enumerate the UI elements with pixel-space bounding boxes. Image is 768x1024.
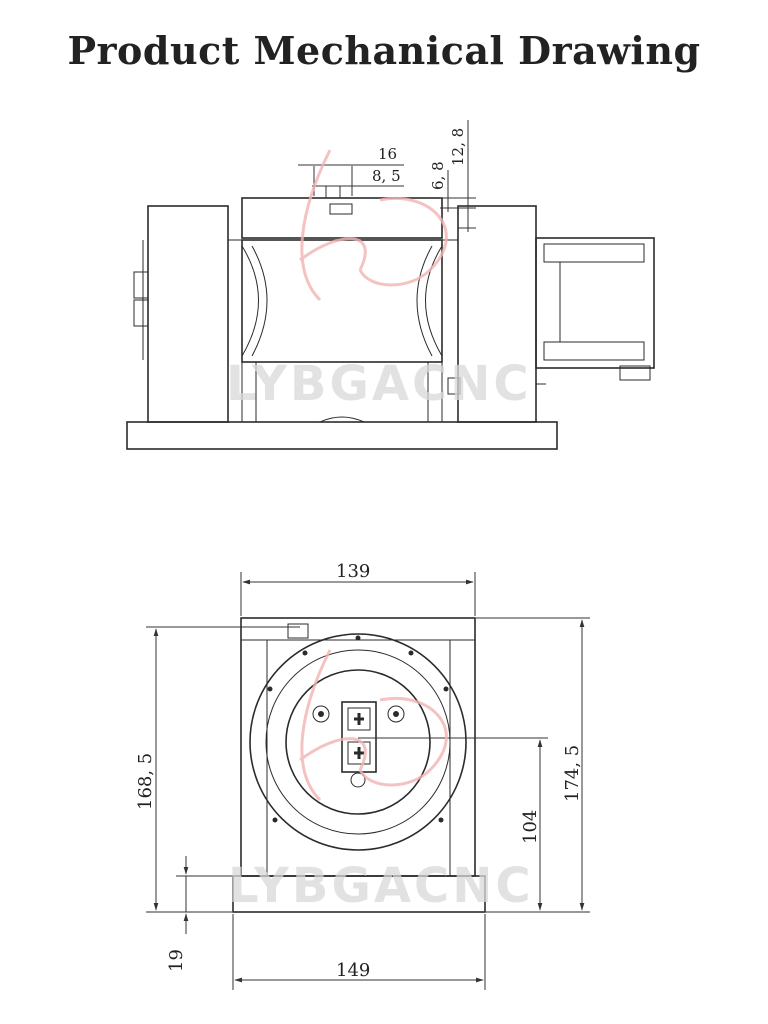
front-view-faceplate-outer <box>249 633 467 851</box>
dim-base-height: 19 <box>166 949 187 972</box>
top-view-drum <box>241 239 443 363</box>
dim-right-height: 174, 5 <box>562 745 583 802</box>
page-title: Product Mechanical Drawing <box>67 28 701 73</box>
dim-top-width: 139 <box>336 561 370 582</box>
watermark-logo <box>299 149 448 802</box>
dim-slot-depth-small: 6, 8 <box>429 161 447 190</box>
top-view-drawing: 16 8, 5 6, 8 12, 8 <box>126 120 655 450</box>
front-view-chuck <box>341 701 377 773</box>
dim-slot-depth-large: 12, 8 <box>449 128 467 166</box>
dim-bottom-width: 149 <box>336 960 370 981</box>
top-view-base-plate <box>126 421 558 450</box>
front-view-drawing: 139 149 168, 5 174, 5 104 19 <box>135 561 590 990</box>
front-view-body <box>240 617 476 877</box>
dim-slot-inner-width: 8, 5 <box>372 167 401 185</box>
top-view-motor <box>535 237 655 369</box>
dim-slot-outer-width: 16 <box>378 145 397 163</box>
top-view-left-housing <box>147 205 229 423</box>
front-view-faceplate-inner <box>285 669 431 815</box>
watermark-text-top: LYBGACNC <box>226 356 532 412</box>
dim-center-height: 104 <box>520 810 541 844</box>
watermark-text-bottom: LYBGACNC <box>228 858 534 914</box>
dim-left-height: 168, 5 <box>135 753 156 810</box>
